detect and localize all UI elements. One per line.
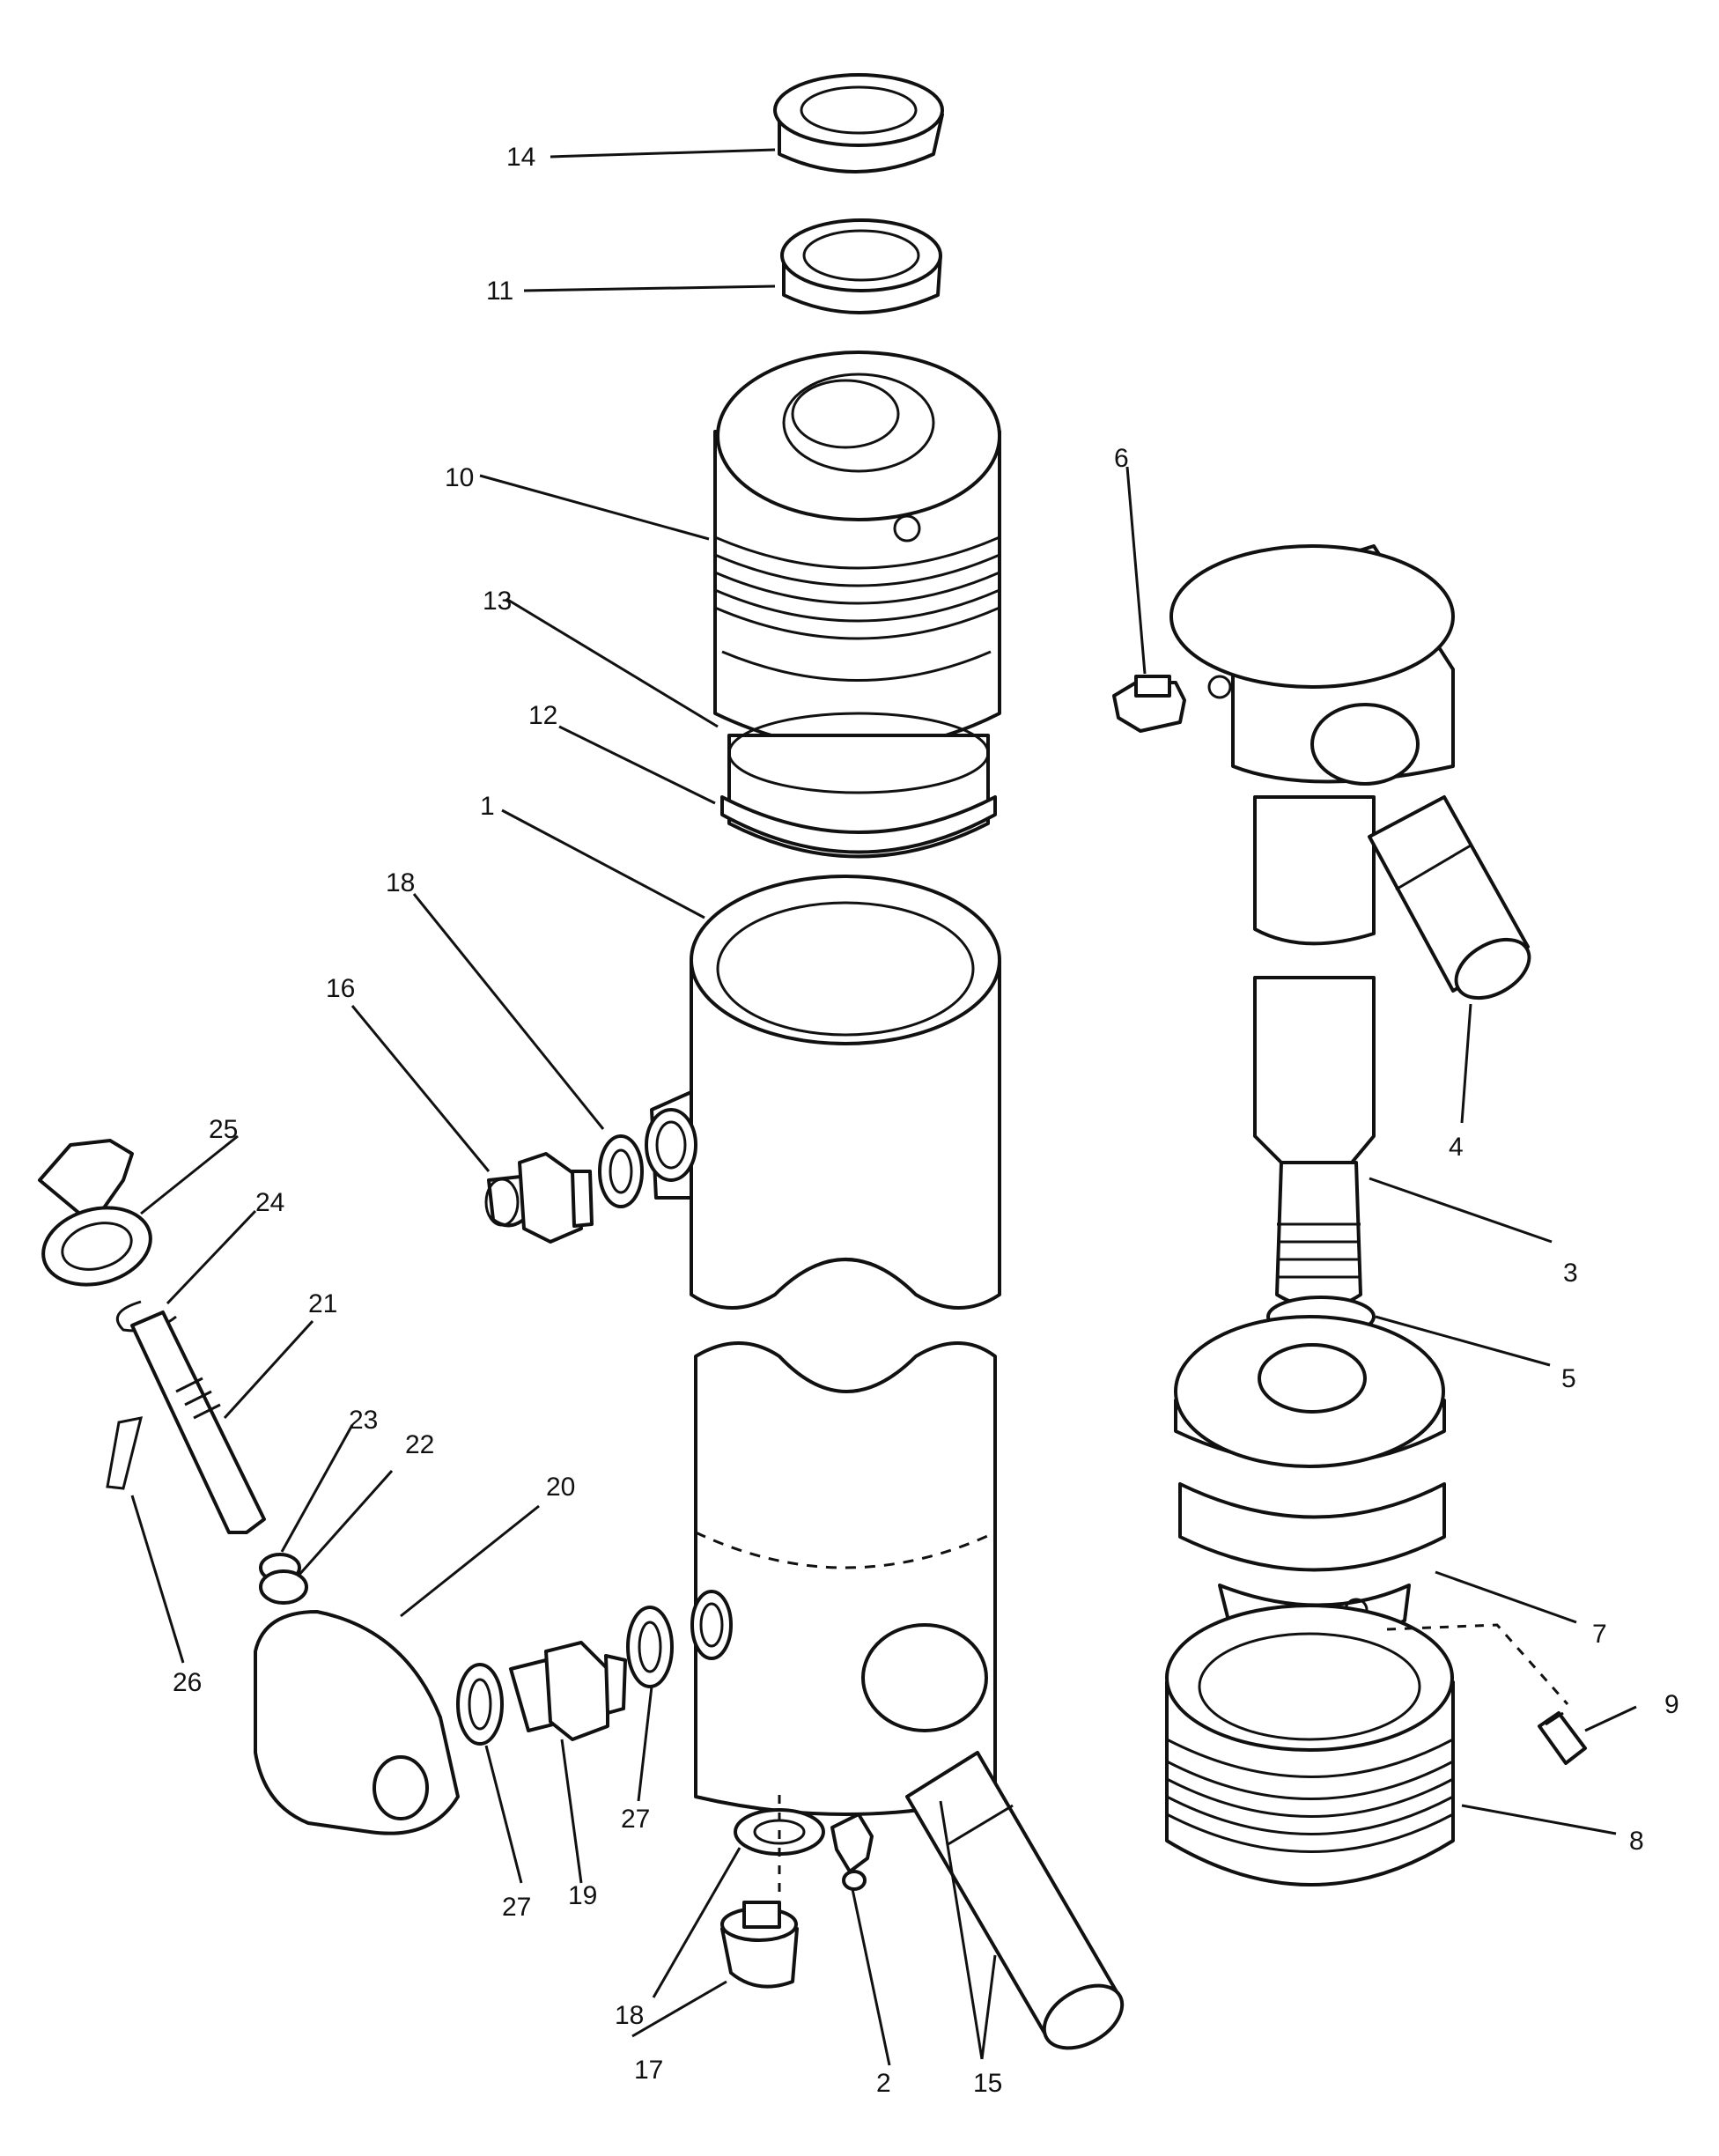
part-1-cylinder-upper [645,875,1001,1310]
label-23: 23 [349,1406,378,1435]
label-18-lower: 18 [615,2001,644,2030]
part-2-grease-nipple [830,1813,874,1891]
leader-lines [130,148,1637,2066]
part-7-piston-head [1174,1315,1446,1644]
part-27-washer-left [456,1663,504,1746]
label-27-right: 27 [621,1805,650,1834]
label-14: 14 [506,143,535,172]
label-19: 19 [568,1881,597,1910]
label-18-upper: 18 [386,868,415,897]
label-6: 6 [1114,444,1129,473]
label-1: 1 [480,792,495,821]
label-2: 2 [876,2069,891,2098]
label-9: 9 [1664,1690,1679,1719]
label-24: 24 [255,1188,284,1217]
part-20-end-cap [254,1610,460,1835]
part-17-plug [720,1901,799,1989]
part-labels: 14 11 10 13 12 1 18 16 25 24 21 23 22 20… [173,143,1679,2098]
part-25-valve-cap [38,1139,152,1287]
label-4: 4 [1449,1133,1464,1162]
label-15: 15 [973,2069,1002,2098]
part-15-pin [905,1751,1125,2050]
part-yoke-assembly [1169,544,1455,1310]
part-26-pin [106,1416,144,1490]
label-10: 10 [445,463,474,492]
label-3: 3 [1563,1259,1578,1288]
label-13: 13 [483,587,512,616]
label-12: 12 [528,701,557,730]
label-20: 20 [546,1473,575,1502]
part-21-valve-stem [130,1311,266,1534]
label-5: 5 [1561,1364,1576,1393]
part-16-18-side-fitting [484,1134,644,1244]
label-17: 17 [634,2056,663,2085]
part-9-set-screw [1538,1711,1587,1765]
label-16: 16 [326,974,355,1003]
label-8: 8 [1629,1827,1644,1856]
part-27-washer-right [626,1606,674,1688]
part-8-threaded-nut [1165,1604,1455,1886]
label-22: 22 [405,1430,434,1459]
part-14-seal-ring [773,73,944,174]
part-6-grease-nipple [1112,675,1186,733]
part-11-ring [780,218,942,314]
part-10-threaded-gland [713,351,1001,750]
part-19-union-fitting [509,1641,627,1741]
label-26: 26 [173,1668,202,1697]
label-25: 25 [209,1115,238,1144]
part-1-cylinder-lower [690,1341,997,1816]
label-21: 21 [308,1289,337,1318]
part-13-12-piston-rings [720,712,997,859]
part-4-pin [1368,795,1531,1000]
label-7: 7 [1592,1620,1607,1649]
label-11: 11 [486,277,513,306]
part-22-23-o-rings [259,1553,308,1605]
label-27-left: 27 [502,1893,531,1922]
